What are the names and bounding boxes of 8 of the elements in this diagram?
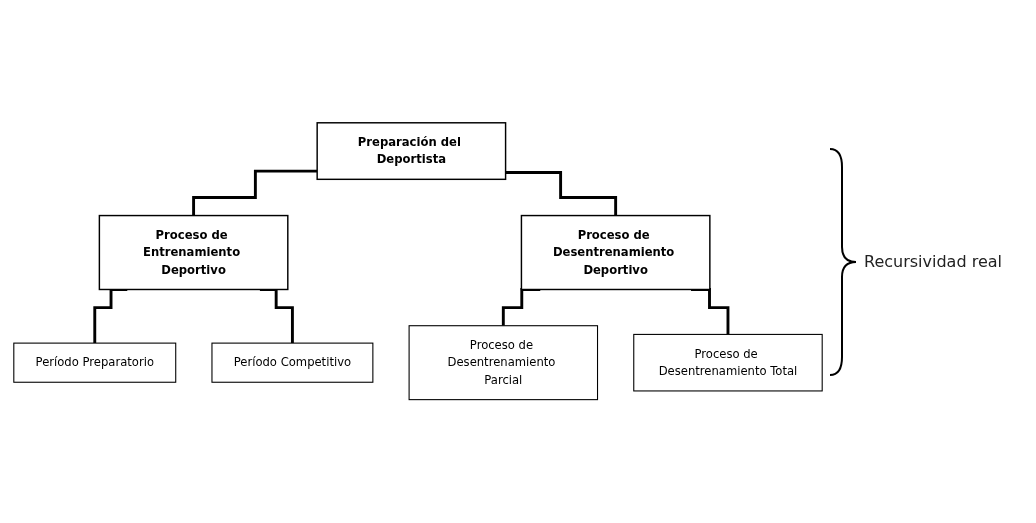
brace-label: Recursividad real	[864, 252, 1002, 271]
node-box: Proceso de Desentrenamiento Deportivo	[520, 215, 711, 291]
node-box: Preparación del Deportista	[316, 122, 507, 181]
node-box: Proceso de Desentrenamiento Total	[633, 334, 823, 392]
node-box: Período Competitivo	[211, 342, 374, 384]
node-box: Proceso de Desentrenamiento Parcial	[408, 325, 599, 401]
node-box: Período Preparatorio	[13, 342, 177, 384]
node-box: Proceso de Entrenamiento Deportivo	[98, 215, 289, 291]
